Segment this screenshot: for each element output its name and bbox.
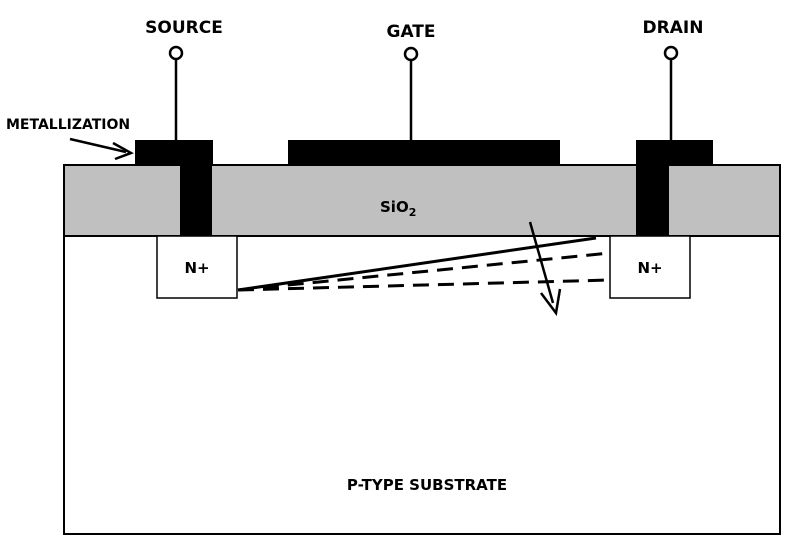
- drain-label: DRAIN: [643, 18, 704, 38]
- oxide-label-subscript: 2: [409, 206, 417, 219]
- metallization-arrow-head: [112, 141, 134, 161]
- source-terminal: [168, 45, 184, 61]
- channel-arrow-shaft: [528, 221, 555, 304]
- substrate-label: P-TYPE SUBSTRATE: [347, 476, 507, 494]
- drain-terminal: [663, 45, 679, 61]
- source-region-label: N+: [184, 259, 209, 277]
- channel-arrow-head: [540, 288, 562, 317]
- source-metal-plug: [180, 140, 212, 236]
- metallization-label: METALLIZATION: [6, 117, 130, 133]
- drain-metal-plug: [636, 140, 669, 236]
- channel-line-dashed-1: [237, 251, 611, 292]
- gate-electrode: [288, 140, 560, 166]
- oxide-label: SiO2: [380, 198, 416, 219]
- source-n-region: [156, 235, 238, 299]
- gate-label: GATE: [387, 22, 436, 42]
- gate-terminal: [403, 46, 419, 62]
- metallization-arrow-shaft: [69, 137, 127, 154]
- oxide-label-base: SiO: [380, 198, 409, 216]
- drain-region-label: N+: [637, 259, 662, 277]
- oxide-layer: [63, 164, 781, 237]
- source-label: SOURCE: [145, 18, 223, 38]
